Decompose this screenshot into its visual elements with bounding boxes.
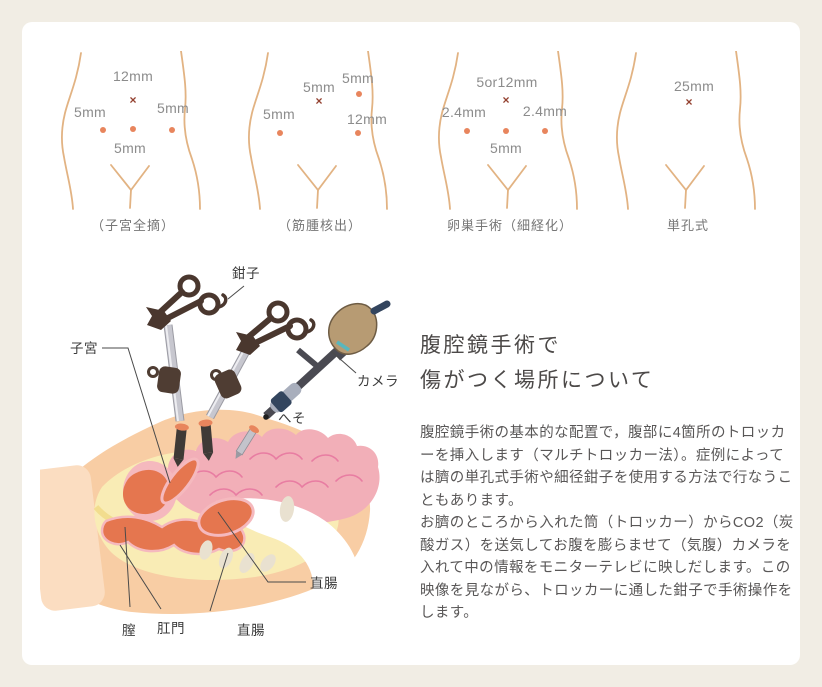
incision-dot (503, 128, 509, 134)
incision-size-label: 12mm (112, 68, 154, 84)
label-navel: へそ (278, 411, 306, 426)
label-anus: 肛門 (157, 621, 185, 636)
paragraph-2: お臍のところから入れた筒（トロッカー）からCO2（炭酸ガス）を送気してお腹を膨ら… (420, 515, 794, 621)
label-rectum-bottom: 直腸 (237, 623, 265, 638)
trocar-tips (173, 419, 259, 467)
camera-scope (263, 300, 391, 419)
anatomy-svg (40, 274, 391, 614)
bone-segments (199, 496, 295, 573)
incision-size-label: 12mm (346, 111, 388, 127)
incision-size-label: 2.4mm (522, 103, 568, 119)
label-vagina: 膣 (122, 623, 136, 638)
torso-outline-svg (615, 51, 756, 210)
incision-size-label: 5mm (341, 70, 375, 86)
torso-outline-svg (247, 51, 388, 210)
incision-size-label: 5mm (113, 140, 147, 156)
incision-size-label: 25mm (673, 78, 715, 94)
forceps-left (146, 274, 228, 422)
figure-caption: （筋腫核出） (277, 218, 362, 233)
page-title: 腹腔鏡手術で 傷がつく場所について (420, 328, 794, 398)
incision-x-mark: × (685, 95, 693, 109)
incision-x-mark: × (315, 94, 323, 108)
figure-single-port: 25mm × 単孔式 (598, 45, 778, 245)
incision-size-label: 2.4mm (441, 104, 487, 120)
leader-lines (102, 285, 357, 612)
figure-myomectomy: 5mm × 5mm 5mm 12mm （筋腫核出） (230, 45, 410, 245)
label-uterus: 子宮 (70, 341, 98, 356)
incision-dot (100, 127, 106, 133)
anatomy-illustration: 鉗子 子宮 カメラ へそ 膣 肛門 直腸 直腸 (40, 255, 410, 659)
uterus (122, 457, 200, 521)
incision-size-label: 5mm (489, 140, 523, 156)
incision-size-label: 5mm (302, 79, 336, 95)
figure-ovarian-surgery: 5or12mm × 2.4mm 2.4mm 5mm 卵巣手術（細経化） (420, 45, 600, 245)
incision-dot (277, 130, 283, 136)
sacrum-area (199, 496, 361, 597)
figure-caption: 卵巣手術（細経化） (446, 218, 573, 233)
title-line-1: 腹腔鏡手術で (420, 334, 561, 357)
figure-hysterectomy: 12mm × 5mm 5mm 5mm （子宮全摘） (43, 45, 223, 245)
incision-dot (355, 130, 361, 136)
label-forceps: 鉗子 (232, 266, 260, 281)
incision-dot (356, 91, 362, 97)
incision-size-label: 5mm (156, 100, 190, 116)
torso-outline (615, 51, 756, 210)
incision-dot (169, 127, 175, 133)
incision-dot (130, 126, 136, 132)
label-camera: カメラ (357, 374, 399, 389)
incision-size-label: 5or12mm (476, 74, 538, 90)
figure-caption: 単孔式 (666, 218, 709, 233)
incision-x-mark: × (502, 93, 510, 107)
figure-caption: （子宮全摘） (90, 218, 175, 233)
label-rectum-right: 直腸 (310, 576, 338, 591)
title-line-2: 傷がつく場所について (420, 369, 655, 392)
content-panel: 12mm × 5mm 5mm 5mm （子宮全摘） 5mm × 5mm 5mm … (22, 22, 800, 665)
navel-dot (263, 414, 269, 420)
article: 腹腔鏡手術で 傷がつく場所について 腹腔鏡手術の基本的な配置で，腹部に4箇所のト… (420, 328, 794, 625)
incision-dot (542, 128, 548, 134)
forceps-right (206, 300, 316, 420)
paragraph-1: 腹腔鏡手術の基本的な配置で，腹部に4箇所のトロッカーを挿入します（マルチトロッカ… (420, 425, 793, 509)
incision-size-label: 5mm (262, 106, 296, 122)
rectum (197, 497, 255, 537)
incision-size-label: 5mm (73, 104, 107, 120)
intestine-folds (189, 452, 363, 497)
incision-x-mark: × (129, 93, 137, 107)
incision-dot (464, 128, 470, 134)
